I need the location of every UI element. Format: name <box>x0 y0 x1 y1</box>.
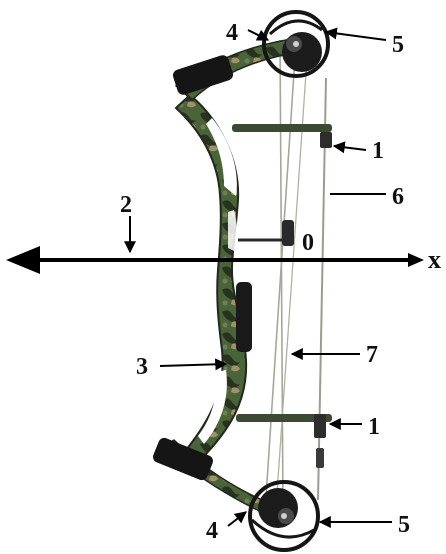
label-3: 3 <box>136 354 148 380</box>
label-1-top: 1 <box>372 138 384 164</box>
label-2: 2 <box>120 192 132 218</box>
label-4-top: 4 <box>226 20 238 46</box>
label-5-bottom: 5 <box>398 512 410 538</box>
riser <box>176 95 332 460</box>
arrow-rest <box>282 220 294 246</box>
pointer-5-top <box>326 32 386 40</box>
label-axis-x: x <box>428 245 441 274</box>
pointer-4-bottom <box>228 512 246 526</box>
top-axle <box>293 41 299 47</box>
x-axis-right-arrowhead <box>408 253 424 267</box>
label-origin: 0 <box>302 230 314 256</box>
limb-bolt-top <box>232 124 332 132</box>
label-1-bottom: 1 <box>368 414 380 440</box>
x-axis-left-arrowhead <box>6 246 40 274</box>
grip <box>236 282 252 352</box>
label-6: 6 <box>392 184 404 210</box>
label-5-top: 5 <box>392 32 404 58</box>
label-7: 7 <box>366 342 378 368</box>
x-axis <box>6 246 424 274</box>
bottom-axle <box>281 513 287 519</box>
pointer-3 <box>160 364 226 366</box>
riser-body <box>176 95 246 460</box>
pointer-1-top <box>334 146 366 150</box>
label-4-bottom: 4 <box>206 518 218 544</box>
bottom-cam <box>250 482 318 550</box>
bow-strings <box>265 40 326 512</box>
